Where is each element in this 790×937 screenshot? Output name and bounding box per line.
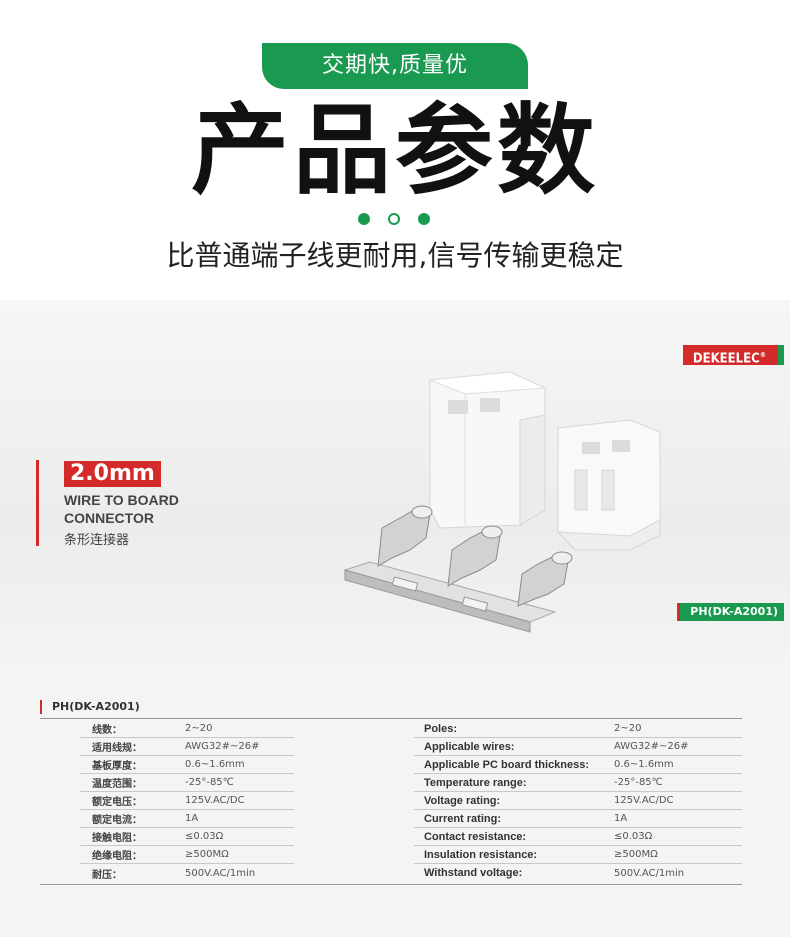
spec-value: 500V.AC/1min (614, 867, 685, 879)
description-line: WIRE TO BOARD (64, 492, 179, 508)
spec-key: 耐压： (92, 869, 122, 881)
spec-value: 0.6~1.6mm (185, 759, 245, 770)
spec-value: ≤0.03Ω (614, 831, 653, 842)
spec-section: PH(DK-A2001) 线数： 2~20 适用线规： AWG32#~26# 基板厚… (0, 672, 790, 937)
table-row: Current rating: 1A (414, 810, 742, 828)
table-row: Poles: 2~20 (414, 720, 742, 738)
table-row: 接触电阻： ≤0.03Ω (80, 828, 294, 846)
spec-key: 基板厚度： (92, 761, 142, 772)
page-subtitle: 比普通端子线更耐用,信号传输更稳定 (166, 239, 624, 272)
spec-key: Poles: (424, 722, 458, 735)
spec-key: Contact resistance: (424, 830, 527, 843)
spec-key: Voltage rating: (424, 794, 501, 807)
table-row: 线数： 2~20 (80, 720, 294, 738)
product-showcase: DEKEELEC® 2.0mm WIRE TO BOARD CONNECTOR … (0, 300, 790, 672)
spec-value: 500V.AC/1min (185, 867, 256, 879)
table-row: Withstand voltage: 500V.AC/1min (414, 864, 742, 882)
spec-key: 绝缘电阻： (92, 851, 142, 862)
dot-icon (358, 213, 370, 225)
spec-value: AWG32#~26# (185, 741, 260, 752)
terminal-strip-icon (343, 505, 573, 633)
spec-key: 接触电阻： (92, 833, 142, 844)
spec-key: Current rating: (424, 812, 501, 825)
table-row: 耐压： 500V.AC/1min (80, 864, 294, 882)
table-row: 额定电压： 125V.AC/DC (80, 792, 294, 810)
spec-value: -25°-85℃ (614, 777, 663, 788)
spec-value: -25°-85℃ (185, 777, 234, 788)
spec-key: Withstand voltage: (424, 867, 523, 879)
spec-key: 适用线规： (92, 743, 142, 754)
table-row: Applicable wires: AWG32#~26# (414, 738, 742, 756)
housing-large-icon (429, 371, 546, 529)
table-row: 基板厚度： 0.6~1.6mm (80, 756, 294, 774)
product-description-en: WIRE TO BOARD CONNECTOR (64, 491, 179, 527)
spec-key: Insulation resistance: (424, 848, 538, 861)
product-description-cn: 条形连接器 (64, 533, 130, 548)
divider (40, 884, 742, 885)
table-row: Insulation resistance: ≥500MΩ (414, 846, 742, 864)
spec-table-cn: 线数： 2~20 适用线规： AWG32#~26# 基板厚度： 0.6~1.6mm 温… (80, 720, 294, 882)
dot-icon (418, 213, 430, 225)
table-row: Applicable PC board thickness: 0.6~1.6mm (414, 756, 742, 774)
spec-key: 额定电压： (92, 797, 142, 808)
spec-key: Applicable wires: (424, 740, 515, 753)
connector-product-image (343, 371, 661, 633)
description-line: CONNECTOR (64, 510, 154, 526)
table-row: 温度范围： -25°-85℃ (80, 774, 294, 792)
spec-key: 线数： (92, 725, 122, 736)
spec-key: 温度范围： (92, 779, 142, 790)
decorative-dots (358, 213, 438, 229)
spec-key: Applicable PC board thickness: (424, 758, 590, 771)
table-row: 额定电流： 1A (80, 810, 294, 828)
brand-logo: DEKEELEC® (682, 345, 784, 367)
accent-bar (36, 460, 39, 546)
spec-key: 额定电流： (92, 815, 142, 826)
dot-hollow-icon (388, 213, 400, 225)
spec-value: 125V.AC/DC (185, 795, 245, 806)
spec-value: 2~20 (185, 723, 213, 734)
spec-table-en: Poles: 2~20 Applicable wires: AWG32#~26# A… (414, 720, 742, 882)
spec-value: 1A (614, 813, 628, 824)
promo-badge: 交期快,质量优 (262, 43, 528, 89)
header-section: 交期快,质量优 产品参数 比普通端子线更耐用,信号传输更稳定 (0, 0, 790, 300)
spec-value: ≥500MΩ (614, 849, 658, 860)
spec-value: 2~20 (614, 723, 642, 734)
table-row: 适用线规： AWG32#~26# (80, 738, 294, 756)
model-tag: PH(DK-A2001) (677, 603, 784, 621)
spec-value: ≥500MΩ (185, 849, 229, 860)
registered-mark: ® (759, 351, 766, 359)
spec-value: ≤0.03Ω (185, 831, 224, 842)
spec-heading: PH(DK-A2001) (40, 700, 140, 714)
table-row: Temperature range: -25°-85℃ (414, 774, 742, 792)
table-row: Contact resistance: ≤0.03Ω (414, 828, 742, 846)
brand-name: DEKEELEC (692, 351, 760, 367)
divider (40, 718, 742, 719)
spec-value: AWG32#~26# (614, 741, 689, 752)
table-row: 绝缘电阻： ≥500MΩ (80, 846, 294, 864)
page-title: 产品参数 (190, 94, 599, 208)
spec-key: Temperature range: (424, 776, 527, 789)
spec-value: 125V.AC/DC (614, 795, 674, 806)
pitch-size-tag: 2.0mm (64, 461, 161, 487)
housing-small-icon (556, 419, 661, 551)
spec-value: 0.6~1.6mm (614, 759, 674, 770)
table-row: Voltage rating: 125V.AC/DC (414, 792, 742, 810)
spec-value: 1A (185, 813, 199, 824)
